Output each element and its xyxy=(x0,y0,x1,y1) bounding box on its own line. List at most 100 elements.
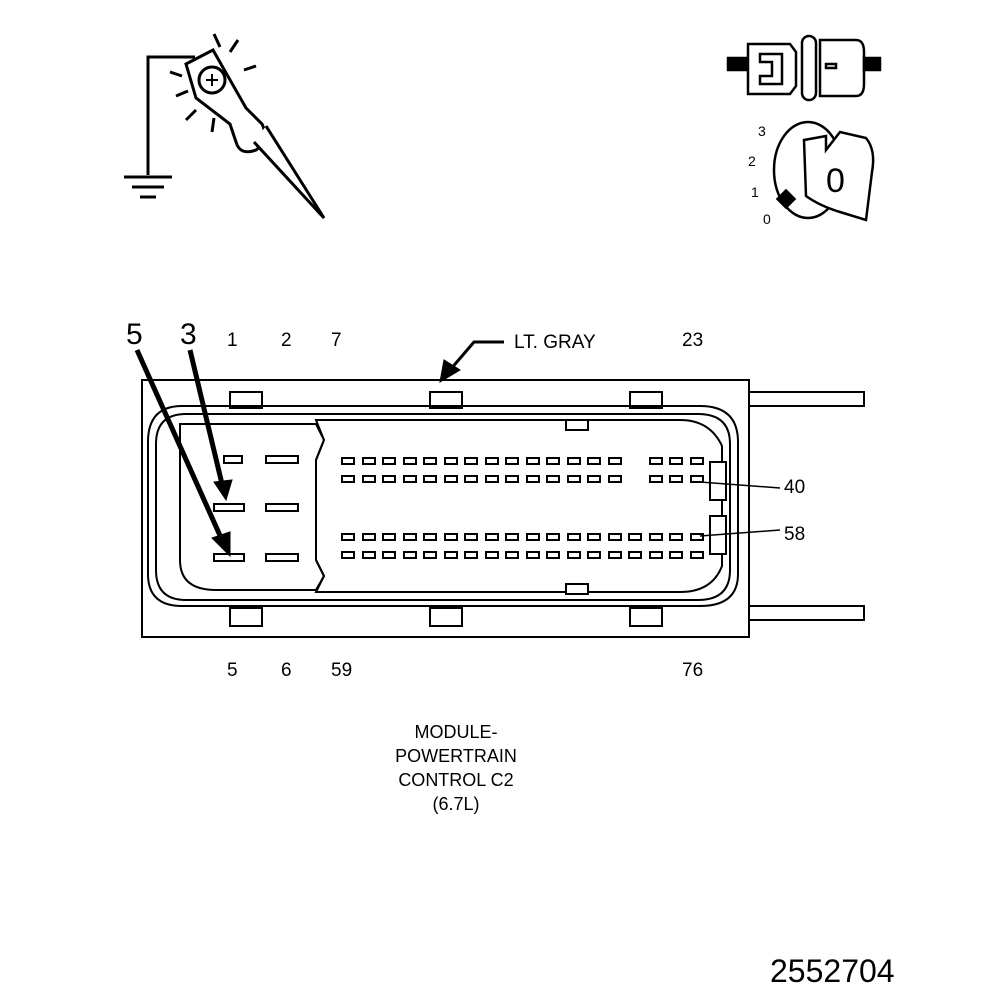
small-pin-cavity xyxy=(464,533,478,541)
small-pin-cavity xyxy=(669,475,683,483)
small-pin-cavity xyxy=(567,475,581,483)
ignition-position-0: 0 xyxy=(763,211,771,227)
small-pin-cavity xyxy=(608,475,622,483)
small-pin-cavity xyxy=(669,551,683,559)
small-pin-cavity xyxy=(690,475,704,483)
small-pin-cavity xyxy=(464,551,478,559)
large-pin-cavity xyxy=(265,503,299,512)
small-pin-cavity xyxy=(628,551,642,559)
ignition-position-2: 2 xyxy=(748,153,756,169)
small-pin-cavity xyxy=(608,551,622,559)
small-pin-cavity xyxy=(567,551,581,559)
small-pin-cavity xyxy=(341,475,355,483)
small-pin-cavity xyxy=(546,457,560,465)
disconnect-connector-icon xyxy=(726,34,882,102)
large-pin-cavity xyxy=(265,553,299,562)
small-pin-cavity xyxy=(649,457,663,465)
small-pin-cavity xyxy=(669,533,683,541)
pin-number-76: 76 xyxy=(682,660,703,681)
small-pin-cavity xyxy=(526,457,540,465)
small-pin-cavity xyxy=(444,475,458,483)
small-pin-cavity xyxy=(649,533,663,541)
small-pin-cavity xyxy=(382,475,396,483)
large-pin-cavity xyxy=(223,455,243,464)
small-pin-cavity xyxy=(505,475,519,483)
small-pin-cavity xyxy=(505,533,519,541)
small-pin-cavity xyxy=(505,457,519,465)
caption-line-1: MODULE- xyxy=(414,722,497,742)
small-pin-cavity xyxy=(423,457,437,465)
small-pin-cavity xyxy=(587,475,601,483)
small-pin-cavity xyxy=(444,533,458,541)
small-pin-cavity xyxy=(464,457,478,465)
small-pin-cavity xyxy=(526,533,540,541)
pin-number-2: 2 xyxy=(281,330,292,351)
small-pin-cavity xyxy=(690,533,704,541)
small-pin-cavity xyxy=(362,475,376,483)
small-pin-cavity xyxy=(485,475,499,483)
pin-number-40: 40 xyxy=(784,477,805,498)
ignition-switch-icon xyxy=(772,120,875,222)
test-light-icon xyxy=(124,33,326,220)
callout-pin-5: 5 xyxy=(126,318,143,351)
connector-color-label: LT. GRAY xyxy=(514,332,596,353)
small-pin-cavity xyxy=(341,457,355,465)
small-pin-cavity xyxy=(690,551,704,559)
small-pin-cavity xyxy=(485,533,499,541)
small-pin-cavity xyxy=(362,457,376,465)
small-pin-cavity xyxy=(485,551,499,559)
small-pin-cavity xyxy=(362,533,376,541)
pin-number-6: 6 xyxy=(281,660,292,681)
figure-number: 2552704 xyxy=(770,953,895,989)
small-pin-cavity xyxy=(485,457,499,465)
small-pin-cavity xyxy=(526,551,540,559)
caption-line-4: (6.7L) xyxy=(432,794,479,814)
pin-number-5: 5 xyxy=(227,660,238,681)
callout-arrows xyxy=(134,340,781,558)
ignition-key-state: 0 xyxy=(826,162,845,200)
small-pin-cavity xyxy=(690,457,704,465)
small-pin-cavity xyxy=(669,457,683,465)
pin-number-58: 58 xyxy=(784,524,805,545)
small-pin-cavity xyxy=(464,475,478,483)
small-pin-cavity xyxy=(444,551,458,559)
small-pin-cavity xyxy=(423,533,437,541)
ignition-position-1: 1 xyxy=(751,184,759,200)
small-pin-cavity xyxy=(403,457,417,465)
caption-line-2: POWERTRAIN xyxy=(395,746,517,766)
small-pin-cavity xyxy=(608,533,622,541)
caption-line-3: CONTROL C2 xyxy=(398,770,513,790)
small-pin-cavity xyxy=(444,457,458,465)
small-pin-cavity xyxy=(382,457,396,465)
small-pin-cavity xyxy=(526,475,540,483)
small-pin-cavity xyxy=(341,533,355,541)
small-pin-cavity xyxy=(546,533,560,541)
small-pin-cavity xyxy=(403,475,417,483)
small-pin-cavity xyxy=(587,457,601,465)
pin-number-59: 59 xyxy=(331,660,352,681)
pin-cavities xyxy=(213,455,704,562)
small-pin-cavity xyxy=(403,533,417,541)
small-pin-cavity xyxy=(587,551,601,559)
small-pin-cavity xyxy=(505,551,519,559)
small-pin-cavity xyxy=(649,475,663,483)
small-pin-cavity xyxy=(382,533,396,541)
small-pin-cavity xyxy=(567,457,581,465)
small-pin-cavity xyxy=(423,475,437,483)
connector-housing xyxy=(141,379,865,638)
small-pin-cavity xyxy=(587,533,601,541)
callout-pin-3: 3 xyxy=(180,318,197,351)
small-pin-cavity xyxy=(546,551,560,559)
ignition-position-3: 3 xyxy=(758,123,766,139)
small-pin-cavity xyxy=(423,551,437,559)
small-pin-cavity xyxy=(649,551,663,559)
small-pin-cavity xyxy=(567,533,581,541)
pin-number-1: 1 xyxy=(227,330,238,351)
small-pin-cavity xyxy=(362,551,376,559)
pin-number-23: 23 xyxy=(682,330,703,351)
small-pin-cavity xyxy=(382,551,396,559)
small-pin-cavity xyxy=(608,457,622,465)
small-pin-cavity xyxy=(341,551,355,559)
pin-number-7: 7 xyxy=(331,330,342,351)
